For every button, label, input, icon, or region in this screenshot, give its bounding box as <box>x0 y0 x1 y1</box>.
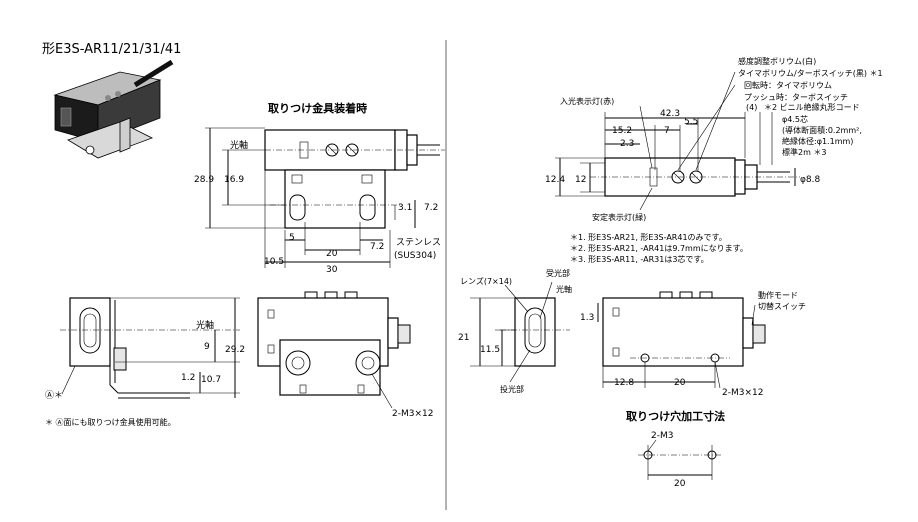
front-view <box>257 291 411 409</box>
right-top-view <box>555 71 800 211</box>
mode-switch-label-2: 切替スイッチ <box>758 301 806 311</box>
note-1: ＊1. 形E3S-AR21, 形E3S-AR41のみです。 <box>570 233 727 242</box>
sensitivity-label: 感度調整ボリウム(白) <box>738 56 816 66</box>
note-3: ＊3. 形E3S-AR11, -AR31は3芯です。 <box>570 254 709 264</box>
cable-label: ＊2 ビニル絶縁丸形コード <box>764 102 860 112</box>
dim-29-2: 29.2 <box>225 345 245 355</box>
receiver-label: 受光部 <box>546 268 570 278</box>
sus-label: (SUS304) <box>394 251 436 261</box>
right-side-view <box>470 281 570 383</box>
standard-length-label: 標準2m ＊3 <box>782 147 827 157</box>
hole-dim-20: 20 <box>674 479 686 489</box>
hole-drawing <box>638 439 722 480</box>
dim-2-3: 2.3 <box>620 139 634 149</box>
dim-7: 7 <box>664 126 670 136</box>
cable-dia-label: φ4.5芯 <box>782 114 808 124</box>
a-surface-mark: Ⓐ＊ <box>45 390 63 401</box>
dim-20: 20 <box>326 249 338 259</box>
insulator-dia-label: 絶縁体径:φ1.1mm) <box>782 136 853 146</box>
model-title: 形E3S-AR11/21/31/41 <box>42 42 181 57</box>
hole-title: 取りつけ穴加工寸法 <box>626 409 725 423</box>
dim-1-2: 1.2 <box>181 373 195 383</box>
dim-15-2: 15.2 <box>612 126 632 136</box>
dim-42-3: 42.3 <box>660 109 680 119</box>
dim-12-8: 12.8 <box>614 378 634 388</box>
emitter-label: 投光部 <box>500 384 524 394</box>
side-optical-axis: 光軸 <box>196 319 214 331</box>
dim-12: 12 <box>575 175 586 185</box>
dim-28-9: 28.9 <box>194 175 214 185</box>
dim-9: 9 <box>204 342 210 352</box>
push-label: プッシュ時：ターボスイッチ <box>744 93 848 102</box>
dim-10-7: 10.7 <box>201 375 221 385</box>
axis-label: 光軸 <box>556 284 572 294</box>
mount-title: 取りつけ金具装着時 <box>268 101 367 115</box>
right-screw-label: 2-M3×12 <box>722 388 763 398</box>
dim-30: 30 <box>326 265 338 275</box>
dim-16-9: 16.9 <box>224 175 244 185</box>
conductor-area-label: (導体断面積:0.2mm², <box>782 125 862 135</box>
stainless-label: ステンレス <box>396 237 441 248</box>
dim-4: (4) <box>746 103 757 112</box>
optical-axis-label: 光軸 <box>230 139 248 151</box>
incident-indicator-label: 入光表示灯(赤) <box>560 96 614 106</box>
right-front-view <box>597 291 766 389</box>
front-screw-label: 2-M3×12 <box>392 409 433 419</box>
top-view <box>205 127 445 268</box>
dim-1-3: 1.3 <box>580 313 594 323</box>
dim-21: 21 <box>458 333 469 343</box>
dim-7-2-a: 7.2 <box>424 203 438 213</box>
dim-12-4: 12.4 <box>545 175 565 185</box>
dim-11-5: 11.5 <box>480 345 500 355</box>
side-view <box>60 297 240 399</box>
note-2: ＊2. 形E3S-AR21, -AR41は9.7mmになります。 <box>570 244 748 253</box>
dim-20-right: 20 <box>674 378 686 388</box>
stable-indicator-label: 安定表示灯(緑) <box>592 212 646 222</box>
dim-7-2-b: 7.2 <box>370 242 384 252</box>
mode-switch-label: 動作モード <box>758 290 798 300</box>
timer-vol-label: タイマボリウム/ターボスイッチ(黒) ＊1 <box>738 69 883 78</box>
lens-label: レンズ(7×14) <box>460 276 512 286</box>
dim-3-1: 3.1 <box>398 203 412 213</box>
hole-screw-label: 2-M3 <box>651 431 673 441</box>
product-photo <box>53 59 174 159</box>
mount-footnote: ＊ Ⓐ面にも取りつけ金具使用可能。 <box>45 417 176 427</box>
dim-8-8: φ8.8 <box>800 175 821 185</box>
dim-10-5: 10.5 <box>264 257 284 267</box>
dim-5: 5 <box>289 233 295 243</box>
dim-5-5: 5.5 <box>684 117 698 127</box>
rotate-label: 回転時：タイマボリウム <box>744 81 832 90</box>
